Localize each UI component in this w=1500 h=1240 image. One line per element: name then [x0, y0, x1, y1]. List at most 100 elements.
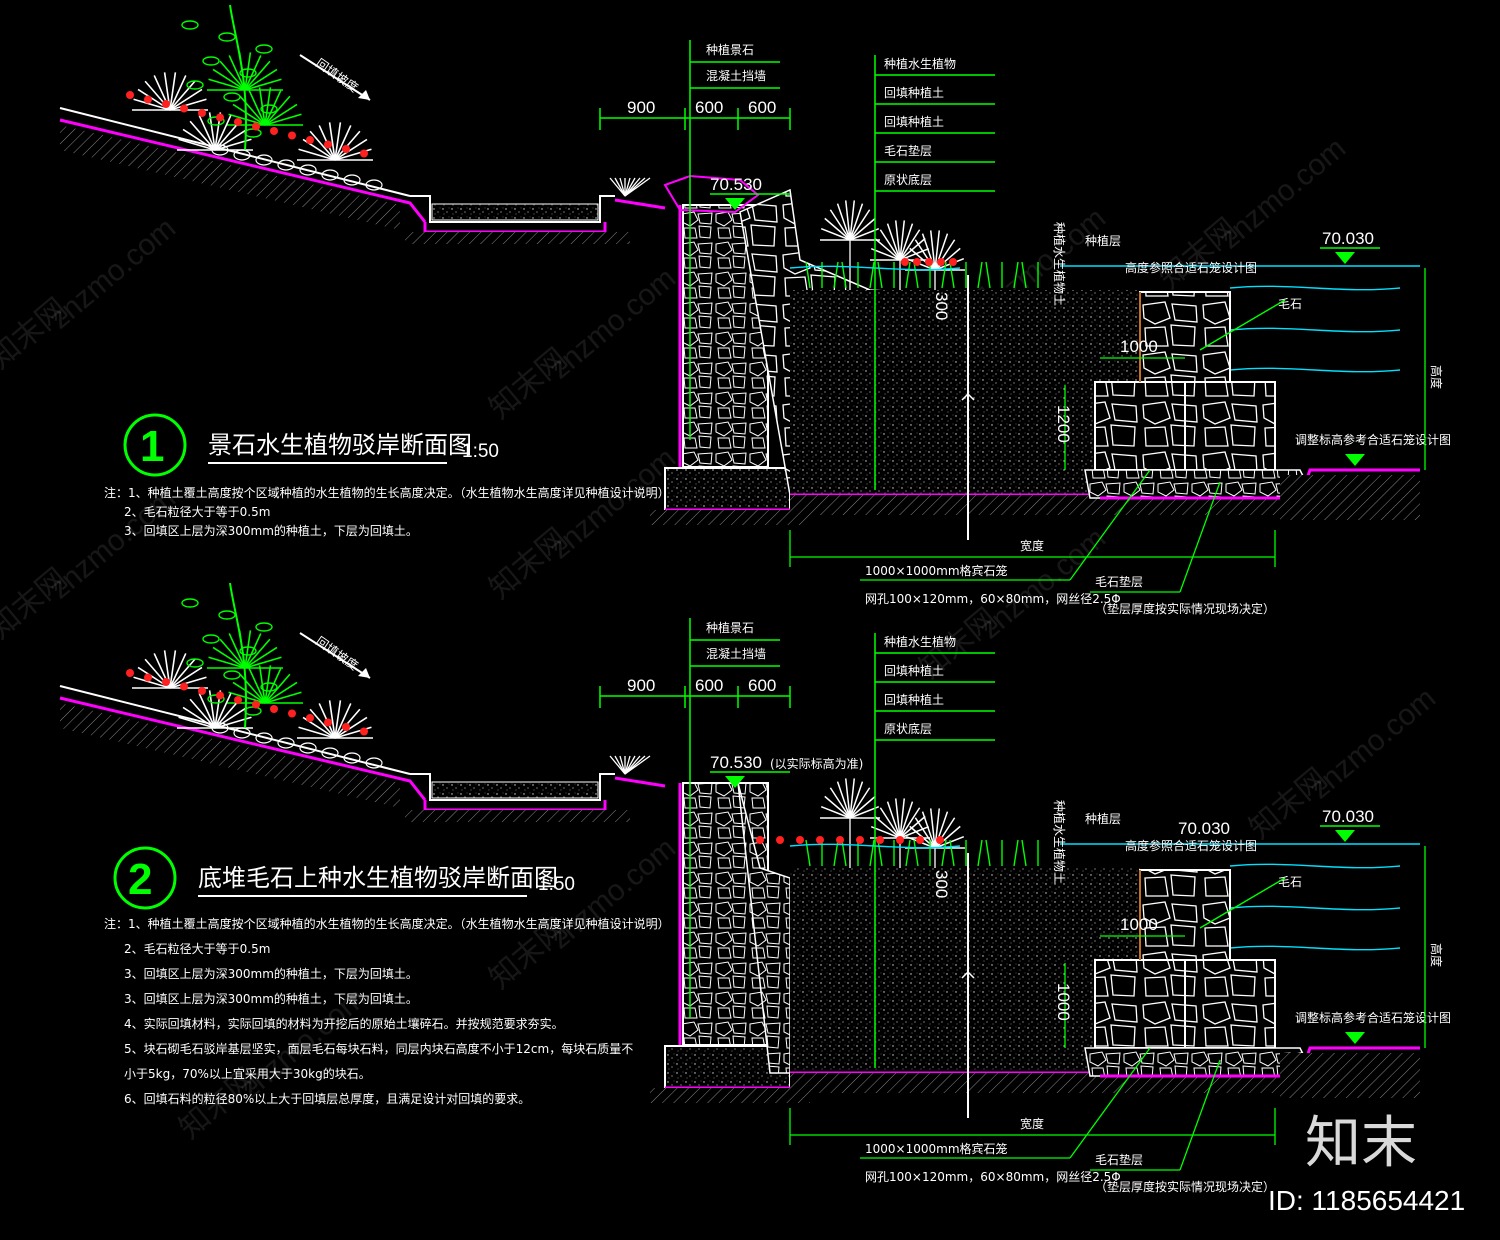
width-label: 宽度 [1020, 538, 1044, 553]
note-line-3: 3、回填区上层为深300mm的种植土，下层为回填土。 [124, 966, 418, 981]
layer-label-2: 回填种植土 [884, 663, 944, 678]
tree-leaf [181, 598, 199, 608]
plant-leaf [244, 68, 278, 91]
plant-leaf [169, 75, 187, 111]
plant-leaf [239, 95, 266, 126]
base-label: 毛石垫层 [1095, 1152, 1143, 1167]
path-soil-line [423, 800, 607, 812]
flower-dot [306, 714, 314, 722]
plant-leaf [264, 681, 298, 704]
aquatic-plant-leaf [879, 229, 901, 261]
flower-dot [234, 696, 242, 704]
base-note: （垫层厚度按实际情况现场决定） [1095, 1179, 1275, 1194]
aquatic-flower [796, 836, 804, 844]
path-base-hatch [405, 810, 630, 822]
watermark-text-cn: 知末网 [1153, 212, 1243, 295]
path-base-hatch [405, 232, 630, 244]
rock [233, 149, 251, 161]
path-paving [431, 781, 599, 799]
slope-hatch [60, 125, 400, 230]
side-label-left: 种植水生植物土 [1052, 222, 1067, 306]
layer-label-5: 原状底层 [884, 172, 932, 187]
elev-left-suffix: (以实际标高为准) [770, 756, 863, 771]
plant-leaf [248, 668, 266, 704]
base-note: （垫层厚度按实际情况现场决定） [1095, 601, 1275, 616]
flower-dot [342, 723, 350, 731]
grass-blade [614, 755, 626, 775]
plant-leaf [178, 138, 216, 151]
aquatic-plant-leaf [849, 778, 856, 819]
flower-dot [252, 122, 260, 131]
aquatic-plant-leaf [899, 815, 926, 839]
top-label-left: 种植层 [1085, 811, 1121, 826]
grass-blade [619, 177, 626, 197]
flower-dot [144, 95, 152, 104]
rock [343, 174, 361, 186]
plant-leaf [169, 98, 207, 111]
break-mark [961, 392, 975, 401]
layer-label-1: 种植水生植物 [884, 56, 956, 71]
fill-base-hatch [790, 495, 1280, 515]
tree-leaf [223, 670, 241, 680]
rubble-base [1084, 1047, 1312, 1077]
aquatic-plant-leaf [934, 258, 965, 271]
plant-leaf [214, 706, 248, 729]
aquatic-flower [936, 836, 944, 844]
plant-leaf [169, 658, 196, 689]
layer-label-4: 毛石垫层 [884, 143, 932, 158]
plant-leaf [133, 98, 171, 111]
plant-leaf [214, 128, 248, 151]
plant-leaf [232, 103, 266, 126]
aquatic-flower [876, 836, 884, 844]
slope-soil-line [59, 118, 427, 223]
flower-dot [126, 91, 134, 99]
layer-label-3: 回填种植土 [884, 692, 944, 707]
layer-label-2: 回填种植土 [884, 85, 944, 100]
aquatic-plant-leaf [934, 825, 961, 849]
slope-label: 回填坡度 [313, 55, 361, 95]
plant-leaf [169, 650, 177, 689]
flower-dot [180, 682, 188, 691]
top-label-right: 高度参照合适石笼设计图 [1125, 838, 1257, 853]
tree-leaf [218, 32, 236, 42]
elev-marker-left [725, 776, 745, 788]
aquatic-plant-leaf [899, 798, 906, 839]
leader-line [1199, 877, 1286, 929]
flower-dot [198, 109, 206, 117]
aquatic-plant-leaf [844, 778, 851, 819]
plant-leaf [264, 668, 282, 704]
aquatic-plant-leaf [909, 247, 936, 271]
plant-leaf [244, 60, 271, 91]
aquatic-plant-leaf [899, 220, 906, 261]
aquatic-plant-leaf [836, 203, 851, 241]
plant-leaf [182, 706, 216, 729]
plant-leaf [178, 716, 216, 729]
plant-leaf [169, 72, 177, 111]
flower-dot [342, 145, 350, 153]
elev-marker-right [1335, 252, 1355, 264]
bottom-label-right: 调整标高参考合适石笼设计图 [1295, 1010, 1451, 1025]
gabion-note: 1000×1000mm格宾石笼 [865, 563, 1008, 578]
note-line-1: 注：1、种植土覆土高度按个区域种植的水生植物的生长高度决定。（水生植物水生高度详… [104, 916, 670, 931]
aquatic-plant-leaf [914, 239, 936, 271]
tree-leaf [202, 634, 220, 644]
elev-marker-left [725, 198, 745, 210]
footing-hatch [650, 1088, 810, 1103]
slope-label: 回填坡度 [313, 633, 361, 673]
aquatic-plant-leaf [899, 826, 930, 839]
note-line-5: 4、实际回填材料，实际回填的材料为开挖后的原始土壤碎石。并按规范要求夯实。 [124, 1016, 564, 1031]
plant-leaf [264, 665, 272, 704]
stone-tag: 毛石 [1278, 875, 1302, 889]
edge-soil-line [614, 776, 666, 788]
layer-label-1: 种植水生植物 [884, 634, 956, 649]
rock [321, 169, 339, 181]
plant-leaf [264, 113, 302, 126]
stone-label-1: 种植景石 [706, 42, 754, 57]
grass-green [905, 261, 911, 289]
aquatic-plant-leaf [824, 795, 851, 819]
aquatic-plant-leaf [849, 203, 864, 241]
mesh-note: 网孔100×120mm，60×80mm，网丝径2.5Φ [865, 592, 1121, 606]
rock [255, 732, 273, 744]
tree-stem [229, 582, 247, 729]
aquatic-plant-leaf [934, 233, 949, 271]
